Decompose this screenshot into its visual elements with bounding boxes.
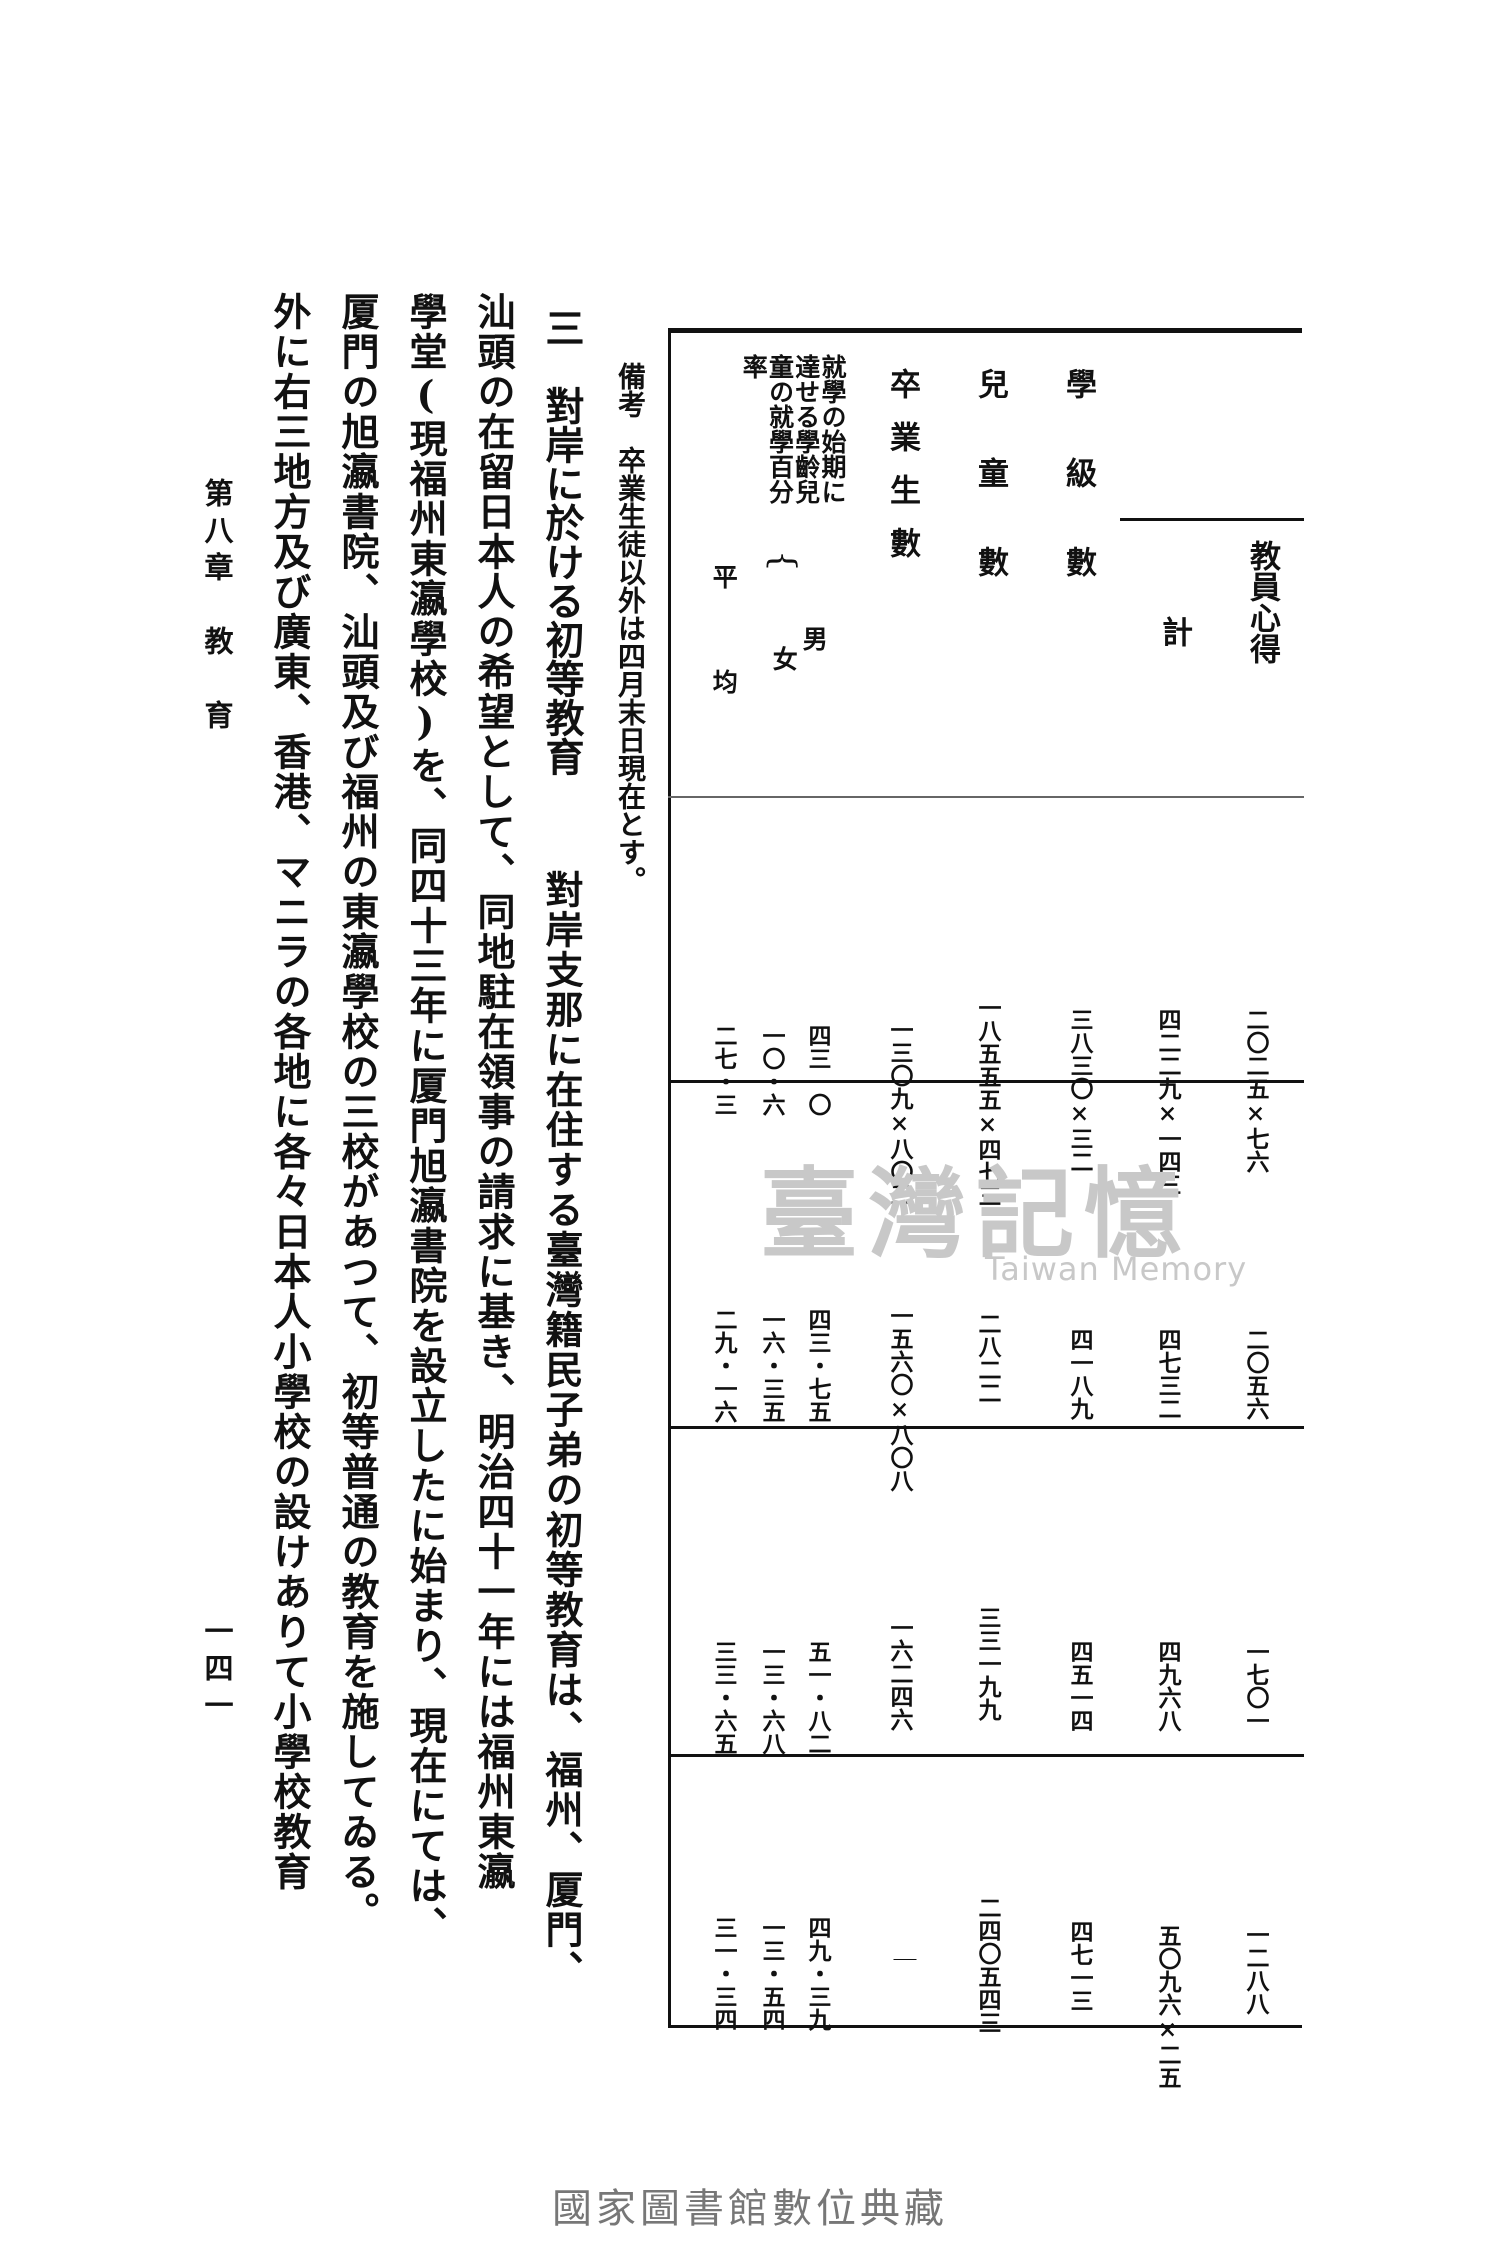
col3-female: 一三・六八	[758, 1640, 785, 1755]
col1-female: 一〇・六	[758, 1024, 785, 1116]
body-column-4: 厦門の旭瀛書院、汕頭及び福州の東瀛學校の三校があつて、初等普通の教育を施してゐる…	[335, 292, 380, 1932]
running-head: 第八章 教 育	[200, 478, 234, 737]
body-column-2: 汕頭の在留日本人の希望として、同地駐在領事の請求に基き、明治四十一年には福州東瀛	[471, 292, 516, 1892]
col1-classes: 三八三〇×三二	[1066, 1008, 1093, 1173]
col4-female: 一三・五四	[758, 1916, 785, 2031]
col2-male: 四三・七五	[804, 1308, 831, 1423]
col4-male: 四九・三九	[804, 1916, 831, 2031]
watermark-logo-subtitle: Taiwan Memory	[985, 1250, 1248, 1288]
col2-average: 二九・一六	[710, 1308, 737, 1423]
header-classes: 學級數	[1060, 368, 1096, 635]
col2-female: 一六・三五	[758, 1308, 785, 1423]
header-female: 女	[769, 646, 799, 671]
table-note: 備考 卒業生徒以外は四月末日現在とす。	[614, 362, 647, 894]
column-divider-1	[668, 1080, 1304, 1083]
header-brace: {	[762, 550, 803, 572]
col3-children: 三三一九九	[974, 1606, 1001, 1721]
col3-total: 四九六八	[1154, 1640, 1181, 1732]
column-divider-2	[668, 1426, 1304, 1429]
col1-teachers: 二〇二五×七六	[1242, 1008, 1269, 1173]
col3-graduates: 一六二四六	[886, 1616, 913, 1731]
col2-classes: 四一八九	[1066, 1328, 1093, 1420]
watermark-logo-text: 臺灣記憶	[760, 1158, 1193, 1272]
page-number: 一四一	[200, 1616, 234, 1727]
col1-children: 一八五五五×四七三	[974, 996, 1001, 1207]
col3-teachers: 一七〇一	[1242, 1640, 1269, 1732]
library-footer: 國家圖書館數位典藏	[552, 2186, 948, 2232]
col4-children: 二四〇五四三	[974, 1896, 1001, 2034]
header-total: 計	[1156, 616, 1192, 647]
header-male: 男	[799, 626, 829, 651]
col2-total: 四七三二	[1154, 1328, 1181, 1420]
col2-teachers: 二〇五六	[1242, 1328, 1269, 1420]
col3-male: 五一・八二	[804, 1640, 831, 1755]
col4-total: 五〇九六×二五	[1154, 1924, 1181, 2089]
body-column-3: 學堂(現福州東瀛學校)を、同四十三年に厦門旭瀛書院を設立したに始まり、現在にては…	[403, 292, 448, 1946]
header-average: 平均	[709, 564, 739, 774]
col2-graduates: 一五六〇×八〇八	[886, 1304, 913, 1492]
header-children: 兒童數	[972, 368, 1008, 635]
col4-graduates: ｜	[889, 1948, 915, 1971]
header-teachers: 教員心得	[1244, 540, 1280, 664]
teacher-subheader-rule	[1120, 518, 1304, 521]
col2-children: 二八二二	[974, 1312, 1001, 1404]
col4-classes: 四七一三	[1066, 1920, 1093, 2012]
header-enrollment-rate: 就學の始期に達せる學齡兒童の就學百分率	[739, 354, 847, 504]
col3-average: 三三・六五	[710, 1640, 737, 1755]
col1-total: 四二二九×一四三	[1154, 1008, 1181, 1196]
header-divider	[668, 796, 1304, 798]
header-graduates: 卒業生數	[884, 368, 920, 580]
section-title: 三 對岸に於ける初等教育	[539, 308, 585, 776]
col1-average: 二七・三	[710, 1024, 737, 1116]
col4-teachers: 一二八八	[1242, 1923, 1269, 2015]
body-column-1: 對岸支那に在住する臺灣籍民子弟の初等教育は、福州、厦門、	[539, 870, 584, 1990]
col4-average: 三一・三四	[710, 1916, 737, 2031]
col3-classes: 四五一四	[1066, 1640, 1093, 1732]
col1-male: 四三一〇	[804, 1024, 831, 1116]
col1-graduates: 一三〇九×八〇三	[886, 1018, 913, 1206]
column-divider-3	[668, 1754, 1304, 1757]
body-column-5: 外に右三地方及び廣東、香港、マニラの各地に各々日本人小學校の設けありて小學校教育	[267, 292, 312, 1892]
statistics-table: 教員心得 計 學級數 兒童數 卒業生數 就學の始期に達せる學齡兒童の就學百分率 …	[668, 328, 1304, 2089]
table-border	[668, 328, 1302, 2028]
